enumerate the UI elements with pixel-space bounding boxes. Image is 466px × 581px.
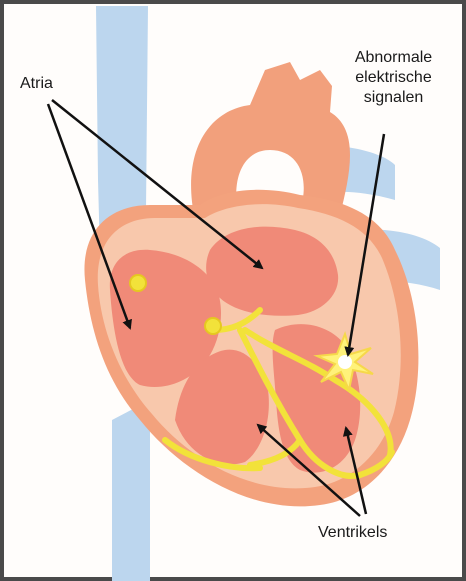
abnormal-line-3: signalen [336,88,451,108]
abnormal-line-1: Abnormale [336,48,451,68]
vena-cava-lower [112,400,150,581]
ventricles-label: Ventrikels [318,523,387,543]
abnormal-signals-label: Abnormale elektrische signalen [336,48,451,108]
sa-node [130,275,146,291]
av-node [205,318,221,334]
atria-label: Atria [20,74,53,94]
abnormal-line-2: elektrische [336,68,451,88]
